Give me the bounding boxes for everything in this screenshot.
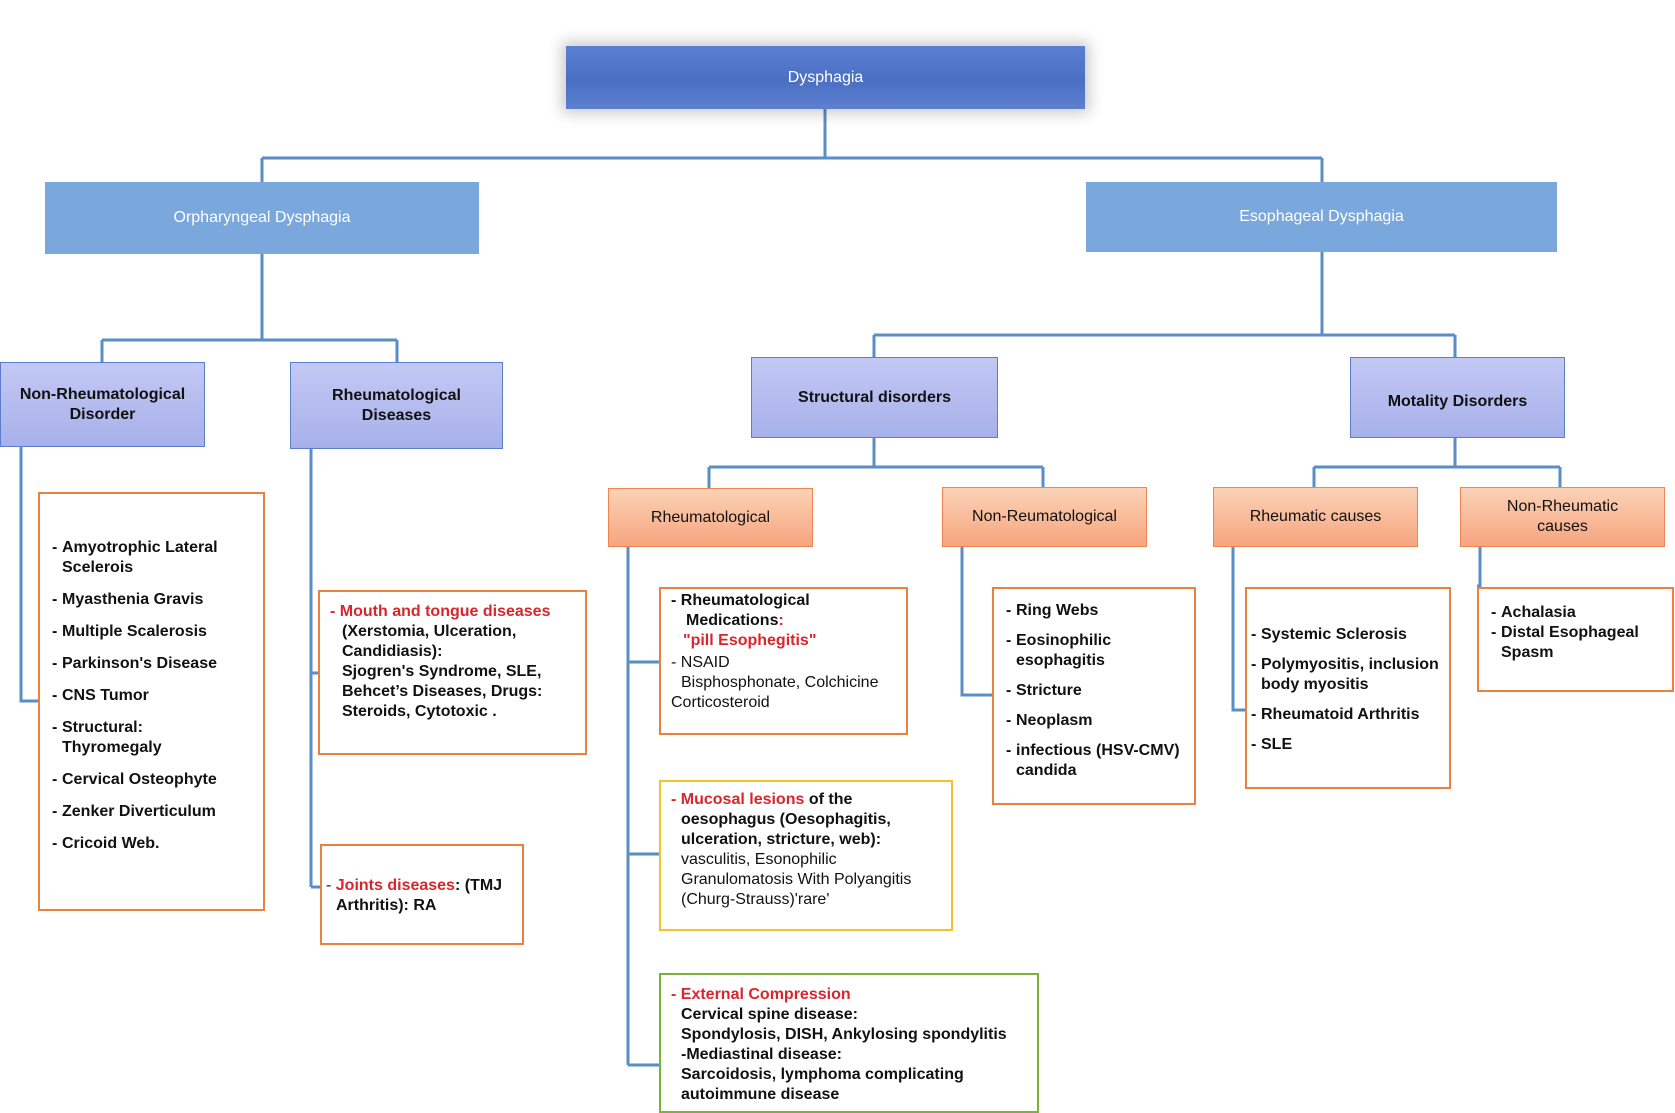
- list-item: -Neoplasm: [1006, 712, 1093, 729]
- external-line: Sarcoidosis, lymphoma complicating: [681, 1066, 964, 1083]
- structural-label: Structural disorders: [798, 388, 951, 406]
- list-item: -Rheumatoid Arthritis: [1251, 706, 1420, 723]
- mouth-title: Mouth and tongue diseases: [339, 603, 551, 620]
- list-item: -Stricture: [1006, 682, 1082, 699]
- root-label: Dysphagia: [787, 68, 864, 86]
- list-item: -Cricoid Web.: [52, 835, 160, 852]
- list-item: -Distal Esophageal Spasm: [1491, 624, 1639, 661]
- list-item: -infectious (HSV-CMV) candida: [1006, 742, 1180, 779]
- meds-title: Rheumatological: [680, 592, 810, 609]
- list-non-reumatological: -Ring Webs -Eosinophilic esophagitis -St…: [992, 587, 1196, 805]
- non-rheumatic-causes-label: Non-Rheumatic causes: [1506, 498, 1619, 535]
- mucosal-line: of the: [804, 791, 853, 808]
- esophageal-label: Esophageal Dysphagia: [1239, 208, 1404, 225]
- node-non-rheumatological-disorder: Non-Rheumatological Disorder: [0, 362, 205, 447]
- external-title: External Compression: [680, 986, 851, 1003]
- external-line: Cervical spine disease:: [681, 1006, 858, 1023]
- list-rheumatic-causes: -Systemic Sclerosis -Polymyositis, inclu…: [1245, 587, 1451, 789]
- list-item: -Parkinson's Disease: [52, 655, 217, 672]
- list-item: -Achalasia: [1491, 604, 1576, 621]
- meds-line: Bisphosphonate, Colchicine: [681, 674, 879, 691]
- list-item: -Polymyositis, inclusion body myositis: [1251, 656, 1439, 693]
- box-mouth-tongue-diseases: - Mouth and tongue diseases (Xerstomia, …: [318, 590, 587, 755]
- non-reumatological-label: Non-Reumatological: [972, 508, 1117, 525]
- mouth-line: (Xerstomia, Ulceration,: [342, 623, 517, 640]
- mucosal-line: vasculitis, Esonophilic: [681, 851, 837, 868]
- joints-title: Joints diseases: [335, 877, 455, 894]
- mucosal-line: Granulomatosis With Polyangitis: [681, 871, 912, 888]
- list-item: -Structural: Thyromegaly: [52, 719, 162, 756]
- joints-line: Arthritis): RA: [336, 897, 437, 914]
- list-item: -Multiple Scalerosis: [52, 623, 207, 640]
- external-line: Spondylosis, DISH, Ankylosing spondyliti…: [681, 1026, 1007, 1043]
- box-external-compression: - External Compression Cervical spine di…: [659, 973, 1039, 1113]
- motality-label: Motality Disorders: [1387, 392, 1528, 410]
- rheumatological-label: Rheumatological: [650, 508, 771, 526]
- list-item: -Myasthenia Gravis: [52, 591, 204, 608]
- list-item: -Zenker Diverticulum: [52, 803, 216, 820]
- node-rheumatological-diseases: Rheumatological Diseases: [290, 362, 503, 449]
- pill-esophagitis-label: "pill Esophegitis": [683, 632, 817, 649]
- node-rheumatic-causes: Rheumatic causes: [1213, 487, 1418, 547]
- list-item: -SLE: [1251, 736, 1293, 753]
- non-rheum-disorder-label: Non-Rheumatological Disorder: [19, 385, 186, 423]
- meds-line: NSAID: [680, 654, 730, 671]
- rheumatic-causes-label: Rheumatic causes: [1249, 508, 1382, 525]
- box-rheumatological-medications: - Rheumatological Medications: "pill Eso…: [659, 587, 908, 735]
- node-structural-disorders: Structural disorders: [751, 357, 998, 438]
- mucosal-line: ulceration, stricture, web):: [681, 831, 882, 848]
- node-esophageal-dysphagia: Esophageal Dysphagia: [1086, 182, 1557, 252]
- node-motality-disorders: Motality Disorders: [1350, 357, 1565, 438]
- box-mucosal-lesions: - Mucosal lesions of the oesophagus (Oes…: [659, 780, 953, 931]
- mouth-line: Behcet’s Diseases, Drugs:: [342, 683, 543, 700]
- node-non-reumatological: Non-Reumatological: [942, 487, 1147, 547]
- external-line: -Mediastinal disease:: [681, 1046, 842, 1063]
- list-non-rheumatic-causes: -Achalasia -Distal Esophageal Spasm: [1477, 587, 1674, 692]
- mouth-line: Sjogren's Syndrome, SLE,: [342, 663, 542, 680]
- meds-colon: :: [778, 612, 784, 629]
- node-non-rheumatic-causes: Non-Rheumatic causes: [1460, 487, 1665, 547]
- external-line: autoimmune disease: [681, 1086, 840, 1103]
- joints-rest: : (TMJ: [454, 877, 503, 894]
- mucosal-title: Mucosal lesions: [680, 791, 805, 808]
- orpharyngeal-label: Orpharyngeal Dysphagia: [173, 209, 351, 226]
- meds-subtitle: Medications: [686, 612, 779, 629]
- rheum-diseases-label: Rheumatological Diseases: [332, 386, 461, 424]
- mouth-line: Steroids, Cytotoxic .: [342, 703, 497, 720]
- mouth-line: Candidiasis):: [342, 643, 443, 660]
- root-node-dysphagia: Dysphagia: [566, 46, 1085, 109]
- list-item: -CNS Tumor: [52, 687, 149, 704]
- list-item: -Ring Webs: [1006, 602, 1099, 619]
- node-rheumatological: Rheumatological: [608, 488, 813, 547]
- list-item: -Cervical Osteophyte: [52, 771, 217, 788]
- list-item: -Systemic Sclerosis: [1251, 626, 1407, 643]
- mucosal-line: oesophagus (Oesophagitis,: [681, 811, 891, 828]
- list-item: -Eosinophilic esophagitis: [1006, 632, 1112, 669]
- list-item: -Amyotrophic Lateral Scelerois: [52, 539, 218, 576]
- list-non-rheumatological-disorders: -Amyotrophic Lateral Scelerois -Myasthen…: [38, 492, 265, 911]
- box-joints-diseases: - Joints diseases: (TMJ Arthritis): RA: [320, 844, 524, 945]
- mucosal-line: (Churg-Strauss)'rare': [681, 891, 830, 908]
- meds-line: Corticosteroid: [671, 694, 770, 711]
- node-orpharyngeal-dysphagia: Orpharyngeal Dysphagia: [45, 182, 479, 254]
